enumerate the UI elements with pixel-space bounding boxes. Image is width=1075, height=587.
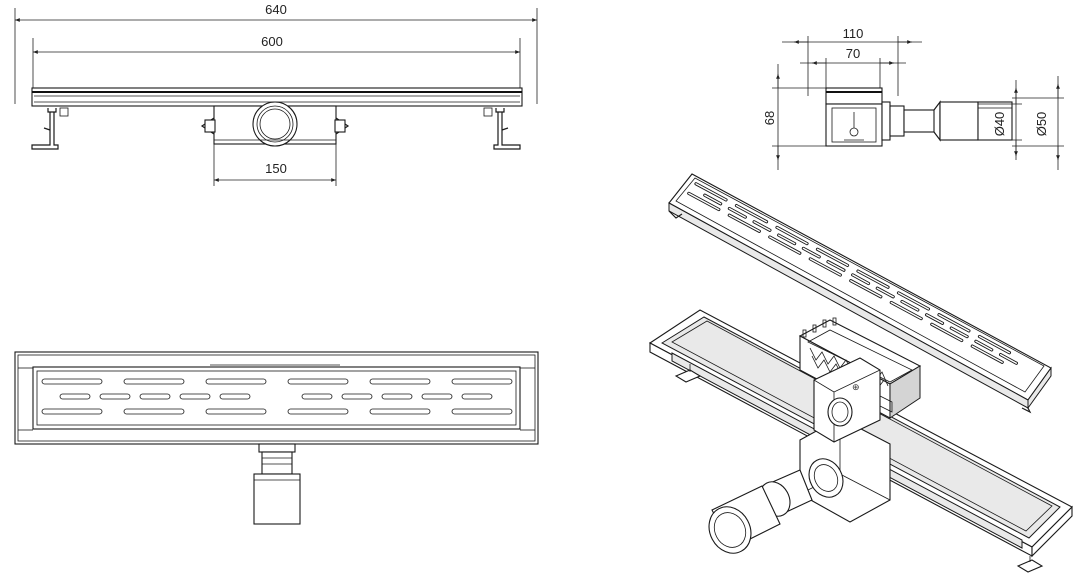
iso-grate-slot <box>999 353 1018 364</box>
iso-grate-slot <box>728 214 760 233</box>
iso-grate-slot <box>776 226 808 245</box>
grate-slots <box>41 378 513 415</box>
iso-grate-slots <box>687 182 1019 365</box>
iso-grate-slot <box>816 248 849 267</box>
iso-outlet-pipe <box>708 458 844 554</box>
iso-grate-slot <box>852 274 870 285</box>
iso-grate-slot <box>876 287 894 298</box>
iso-grate-slot <box>778 234 796 245</box>
iso-grate-slot <box>688 192 720 211</box>
iso-grate-slot <box>897 292 930 310</box>
iso-grate-slot <box>975 340 993 351</box>
iso-grate-slot <box>901 300 919 311</box>
iso-grate-slot <box>931 323 963 342</box>
iso-grate-slot <box>857 270 889 288</box>
iso-grate-slot <box>753 221 771 232</box>
iso-trap: ⊕ <box>798 317 922 443</box>
iso-grate-slot <box>978 335 1011 354</box>
dim-110: 110 <box>843 26 864 41</box>
dim-70: 70 <box>846 46 860 61</box>
iso-grate-slot <box>735 204 768 223</box>
iso-grate-slot <box>938 314 970 332</box>
iso-grate-slot <box>809 258 841 276</box>
iso-grate-slot <box>728 207 746 218</box>
iso-grate-slot <box>704 194 722 205</box>
side-view: 110 70 68 Ø40 <box>762 26 1064 170</box>
front-view: 640 600 150 <box>14 2 538 186</box>
dim-150: 150 <box>265 161 287 176</box>
iso-grate-slot <box>850 280 882 298</box>
dim-diameter-50: Ø50 <box>1034 112 1049 137</box>
dim-640: 640 <box>265 2 287 17</box>
svg-text:⊕: ⊕ <box>852 382 860 392</box>
iso-grate-slot <box>925 314 944 324</box>
iso-grate-slot <box>802 247 820 258</box>
iso-grate-slot <box>769 236 801 254</box>
top-view <box>14 351 539 525</box>
dim-diameter-40: Ø40 <box>992 112 1007 137</box>
iso-grate-slot <box>950 327 968 338</box>
dim-600: 600 <box>261 34 283 49</box>
iso-grate-slot <box>971 345 1003 363</box>
iso-grate-slot <box>827 261 845 271</box>
iso-grate-slot <box>890 301 922 320</box>
iso-grate-slot <box>695 183 727 201</box>
isometric-view: ⊕ <box>648 173 1073 573</box>
dim-68: 68 <box>762 111 777 125</box>
